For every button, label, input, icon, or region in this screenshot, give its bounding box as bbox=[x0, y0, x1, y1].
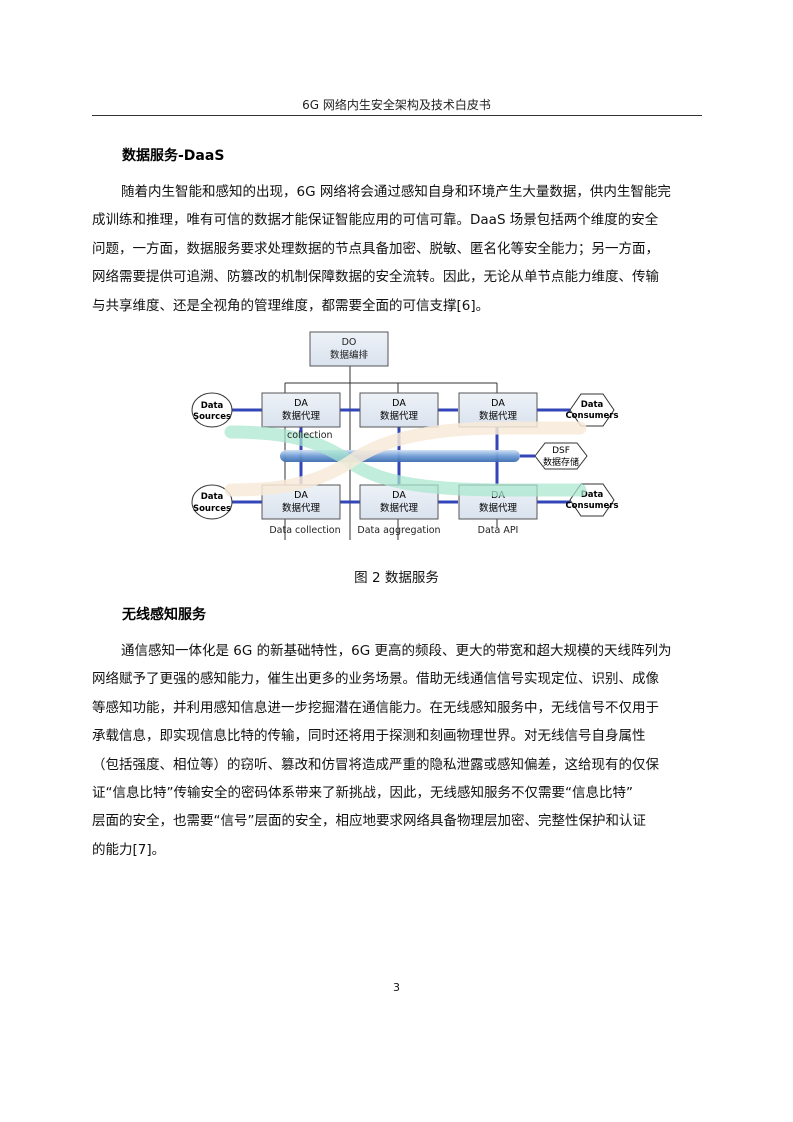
paragraph-line: （包括强度、相位等）的窃听、篡改和仿冒将造成严重的隐私泄露或感知偏差，这给现有的… bbox=[92, 756, 659, 773]
data-service-diagram: DO 数据编排 Data Sources Data Sources Data C… bbox=[191, 331, 619, 540]
overlay-collection-label: collection bbox=[287, 430, 333, 441]
paragraph-line: 网络赋予了更强的感知能力，催生出更多的业务场景。借助无线通信信号实现定位、识别、… bbox=[92, 671, 659, 688]
data-sources-top-label: Data bbox=[201, 401, 224, 411]
paragraph-line: 成训练和推理，唯有可信的数据才能保证智能应用的可信可靠。DaaS 场景包括两个维… bbox=[92, 212, 659, 229]
header-rule bbox=[92, 115, 702, 116]
data-sources-bottom bbox=[191, 484, 233, 520]
data-consumers-top-label: Data bbox=[581, 400, 604, 410]
da-sublabel: 数据代理 bbox=[479, 410, 518, 422]
column-label-api: Data API bbox=[478, 525, 519, 536]
do-box-sublabel: 数据编排 bbox=[330, 349, 369, 361]
dsf-node bbox=[534, 442, 588, 470]
data-consumers-top bbox=[569, 393, 615, 427]
da-label: DA bbox=[294, 398, 308, 409]
do-box-label: DO bbox=[342, 337, 357, 348]
do-box bbox=[309, 331, 389, 367]
data-sources-top-sublabel: Sources bbox=[193, 412, 231, 422]
paragraph-line: 等感知功能，并利用感知信息进一步挖掘潜在通信能力。在无线感知服务中，无线信号不仅… bbox=[92, 699, 659, 716]
da-box-top-1: DA 数据代理 bbox=[261, 392, 341, 428]
data-sources-bottom-sublabel: Sources bbox=[193, 504, 231, 514]
data-sources-top bbox=[191, 392, 233, 428]
da-label: DA bbox=[491, 398, 505, 409]
paragraph-line: 与共享维度、还是全视角的管理维度，都需要全面的可信支撑[6]。 bbox=[92, 297, 490, 314]
da-sublabel: 数据代理 bbox=[380, 410, 419, 422]
da-sublabel: 数据代理 bbox=[479, 502, 518, 514]
paragraph-line: 通信感知一体化是 6G 的新基础特性，6G 更高的频段、更大的带宽和超大规模的天… bbox=[121, 643, 672, 659]
da-sublabel: 数据代理 bbox=[282, 502, 321, 514]
page-number: 3 bbox=[393, 981, 400, 994]
da-box-top-3: DA 数据代理 bbox=[458, 392, 538, 428]
paragraph-line: 的能力[7]。 bbox=[92, 841, 166, 858]
paragraph-sensing: 通信感知一体化是 6G 的新基础特性，6G 更高的频段、更大的带宽和超大规模的天… bbox=[92, 637, 704, 864]
da-sublabel: 数据代理 bbox=[380, 502, 419, 514]
data-sources-bottom-label: Data bbox=[201, 492, 224, 502]
section-heading-sensing: 无线感知服务 bbox=[122, 607, 206, 623]
da-label: DA bbox=[294, 490, 308, 501]
da-label: DA bbox=[392, 398, 406, 409]
flow-band-beige bbox=[224, 421, 587, 497]
paragraph-line: 网络需要提供可追溯、防篡改的机制保障数据的安全流转。因此，无论从单节点能力维度、… bbox=[92, 269, 659, 286]
column-label-collection: Data collection bbox=[269, 525, 340, 536]
dsf-sublabel: 数据存储 bbox=[543, 456, 579, 468]
paragraph-line: 承载信息，即实现信息比特的传输，同时还将用于探测和刻画物理世界。对无线信号自身属… bbox=[92, 728, 646, 745]
paragraph-line: 证“信息比特”传输安全的密码体系带来了新挑战，因此，无线感知服务不仅需要“信息比… bbox=[92, 785, 633, 802]
paragraph-line: 随着内生智能和感知的出现，6G 网络将会通过感知自身和环境产生大量数据，供内生智… bbox=[121, 184, 671, 200]
section-heading-daas: 数据服务-DaaS bbox=[122, 148, 225, 164]
dsf-cylinder bbox=[280, 450, 520, 462]
data-consumers-bottom-sublabel: Consumers bbox=[565, 501, 618, 511]
da-sublabel: 数据代理 bbox=[282, 410, 321, 422]
column-label-aggregation: Data aggregation bbox=[357, 525, 440, 536]
data-consumers-bottom-label: Data bbox=[581, 490, 604, 500]
paragraph-daas: 随着内生智能和感知的出现，6G 网络将会通过感知自身和环境产生大量数据，供内生智… bbox=[92, 178, 704, 320]
paragraph-line: 层面的安全，也需要“信号”层面的安全，相应地要求网络具备物理层加密、完整性保护和… bbox=[92, 813, 646, 830]
page-header: 6G 网络内生安全架构及技术白皮书 bbox=[302, 98, 491, 112]
dsf-label: DSF bbox=[552, 446, 570, 456]
da-label: DA bbox=[392, 490, 406, 501]
figure-caption: 图 2 数据服务 bbox=[354, 570, 439, 586]
da-box-top-2: DA 数据代理 bbox=[359, 392, 439, 428]
paragraph-line: 问题，一方面，数据服务要求处理数据的节点具备加密、脱敏、匿名化等安全能力；另一方… bbox=[92, 240, 659, 257]
data-consumers-top-sublabel: Consumers bbox=[565, 411, 618, 421]
